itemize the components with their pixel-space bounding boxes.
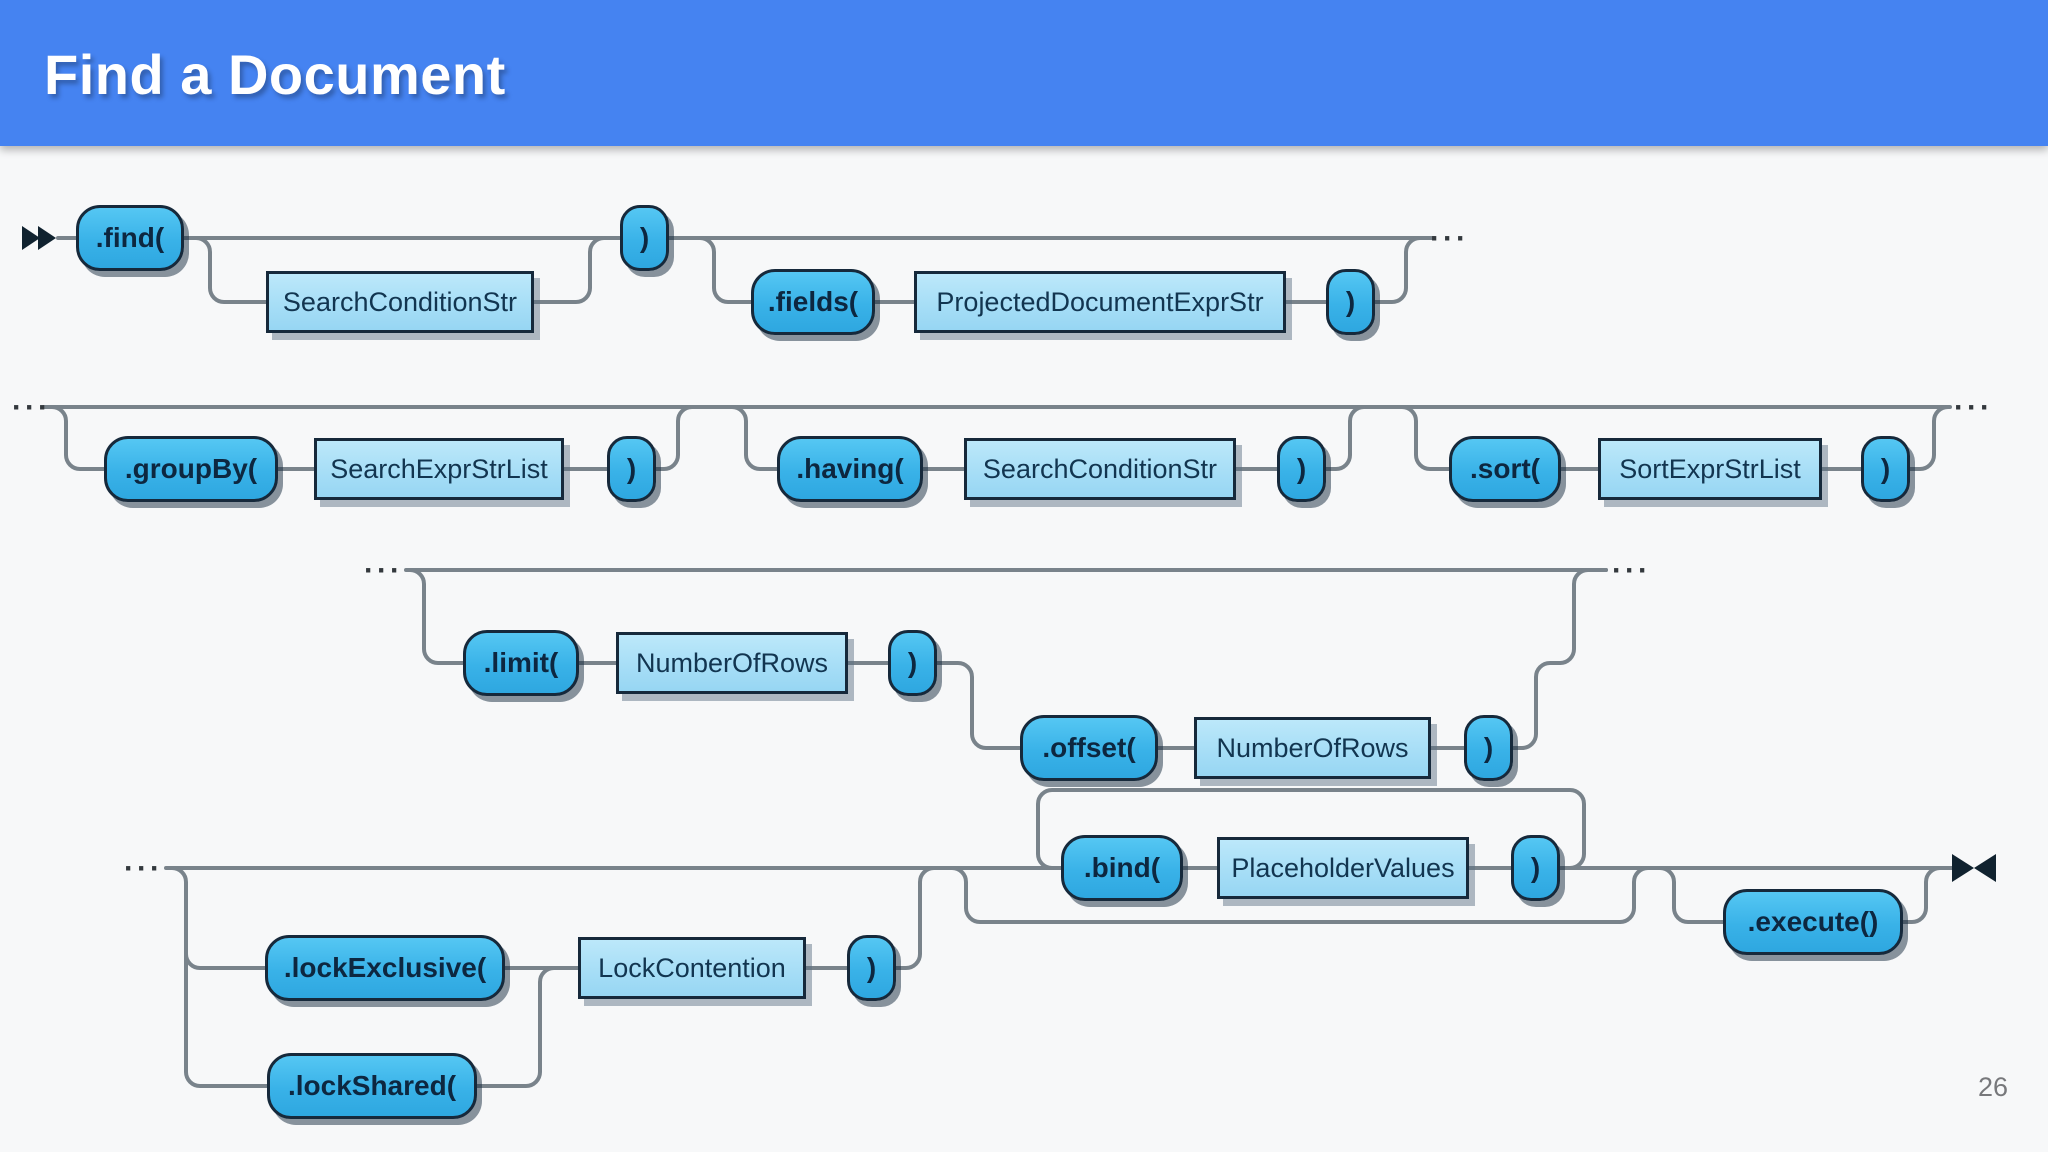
node-projected-document-expr-str: ProjectedDocumentExprStr — [914, 271, 1286, 333]
node-lock-contention: LockContention — [578, 937, 806, 999]
node-sort: .sort( — [1449, 436, 1561, 502]
node-number-of-rows-1: NumberOfRows — [616, 632, 848, 694]
node-search-condition-str-1: SearchConditionStr — [266, 271, 534, 333]
start-arrow-icon — [22, 226, 56, 250]
node-close-paren-2: ) — [1326, 269, 1375, 335]
continuation-dots-row3-start: ··· — [364, 554, 403, 587]
continuation-dots-row4-start: ··· — [124, 852, 163, 885]
node-lock-exclusive: .lockExclusive( — [265, 935, 505, 1001]
node-close-paren-5: ) — [1861, 436, 1910, 502]
node-number-of-rows-2: NumberOfRows — [1194, 717, 1431, 779]
page-number: 26 — [1978, 1072, 2009, 1102]
node-search-expr-str-list: SearchExprStrList — [314, 438, 564, 500]
continuation-dots-row2-start: ··· — [12, 391, 51, 424]
node-execute: .execute() — [1723, 889, 1903, 955]
node-close-paren-4: ) — [1277, 436, 1326, 502]
node-close-paren-8: ) — [1511, 835, 1560, 901]
page-title: Find a Document — [44, 43, 506, 106]
node-limit: .limit( — [463, 630, 579, 696]
end-arrow-icon — [1952, 854, 1996, 882]
node-group-by: .groupBy( — [104, 436, 278, 502]
continuation-dots-row2-end: ··· — [1954, 391, 1993, 424]
node-close-paren-3: ) — [607, 436, 656, 502]
node-search-condition-str-2: SearchConditionStr — [964, 438, 1236, 500]
node-fields: .fields( — [751, 269, 875, 335]
continuation-dots-row3-end: ··· — [1612, 554, 1651, 587]
node-lock-shared: .lockShared( — [267, 1053, 477, 1119]
node-close-paren-9: ) — [847, 935, 896, 1001]
node-having: .having( — [777, 436, 923, 502]
node-sort-expr-str-list: SortExprStrList — [1598, 438, 1822, 500]
node-close-paren-1: ) — [620, 205, 669, 271]
title-bar: Find a Document — [0, 0, 2048, 146]
node-close-paren-6: ) — [888, 630, 937, 696]
node-find: .find( — [76, 205, 184, 271]
node-bind: .bind( — [1061, 835, 1183, 901]
continuation-dots-row1-end: ··· — [1430, 222, 1469, 255]
node-offset: .offset( — [1020, 715, 1158, 781]
node-close-paren-7: ) — [1464, 715, 1513, 781]
node-placeholder-values: PlaceholderValues — [1217, 837, 1469, 899]
